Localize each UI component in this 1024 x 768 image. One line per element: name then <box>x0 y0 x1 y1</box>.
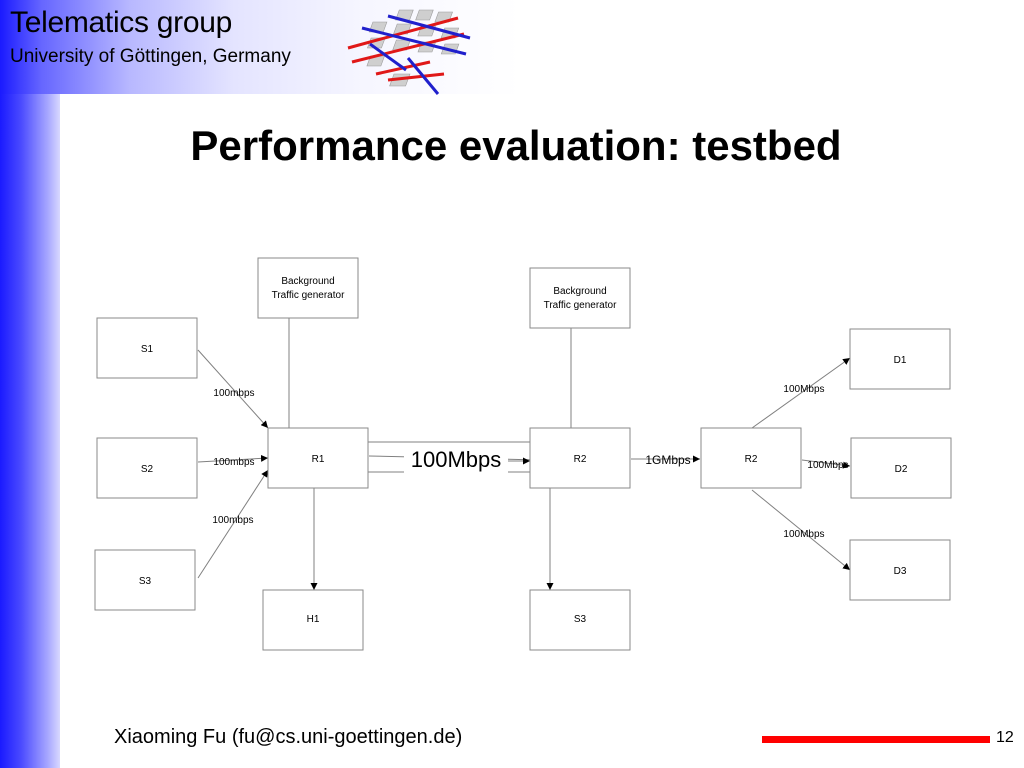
node-label: S1 <box>141 344 154 355</box>
link-label-r2-r2: 1GMbps <box>645 453 690 467</box>
node-bg-traffic-generator-1: Background Traffic generator <box>257 257 359 319</box>
node-label: Background <box>553 286 606 297</box>
node-r1: R1 <box>267 427 369 489</box>
header-subtitle: University of Göttingen, Germany <box>10 46 291 67</box>
node-s3-left: S3 <box>94 549 196 611</box>
node-label: R1 <box>312 454 325 465</box>
header-title: Telematics group <box>10 6 232 39</box>
node-s1: S1 <box>96 317 198 379</box>
node-label: Background <box>281 276 334 287</box>
page-number: 12 <box>996 729 1014 746</box>
footer-accent-bar <box>762 736 990 743</box>
node-label: D3 <box>894 566 907 577</box>
link-label-r2-d1: 100Mbps <box>783 384 824 395</box>
node-label: S3 <box>574 614 587 625</box>
link-s2-r1 <box>197 454 269 463</box>
link-label-s3-r1: 100mbps <box>212 515 253 526</box>
link-label-s1-r1: 100mbps <box>213 388 254 399</box>
link-r1-s3 <box>368 455 554 590</box>
link-label-r1-r2: 100Mbps <box>411 447 502 472</box>
node-s2: S2 <box>96 437 198 499</box>
node-label: R2 <box>745 454 758 465</box>
network-grid-logo-icon <box>347 9 471 95</box>
link-s1-r1 <box>197 349 269 429</box>
link-label-s2-r1: 100mbps <box>213 457 254 468</box>
node-label: D1 <box>894 355 907 366</box>
node-label: H1 <box>307 614 320 625</box>
node-d2: D2 <box>850 437 952 499</box>
node-label: Traffic generator <box>544 300 617 311</box>
left-decorative-bar <box>0 0 60 768</box>
link-r2-d2 <box>801 459 851 469</box>
label-backdrop <box>404 446 508 474</box>
node-label: Traffic generator <box>272 290 345 301</box>
footer-author: Xiaoming Fu (fu@cs.uni-goettingen.de) <box>114 726 463 748</box>
node-bg-traffic-generator-2: Background Traffic generator <box>529 267 631 329</box>
node-label: S2 <box>141 464 154 475</box>
node-d1: D1 <box>849 328 951 390</box>
node-r2-right: R2 <box>700 427 802 489</box>
link-s3-r1 <box>197 469 269 579</box>
link-r2-d3 <box>751 489 851 571</box>
node-s3-bottom: S3 <box>529 589 631 651</box>
node-label: R2 <box>574 454 587 465</box>
connections <box>197 318 851 590</box>
node-label: D2 <box>895 464 908 475</box>
node-r2-middle: R2 <box>529 427 631 489</box>
link-r2-d1 <box>751 357 851 429</box>
slide-title: Performance evaluation: testbed <box>190 122 842 169</box>
link-label-r2-d3: 100Mbps <box>783 529 824 540</box>
node-label: S3 <box>139 576 152 587</box>
node-d3: D3 <box>849 539 951 601</box>
node-h1: H1 <box>262 589 364 651</box>
link-label-r2-d2: 100Mbps <box>807 460 848 471</box>
